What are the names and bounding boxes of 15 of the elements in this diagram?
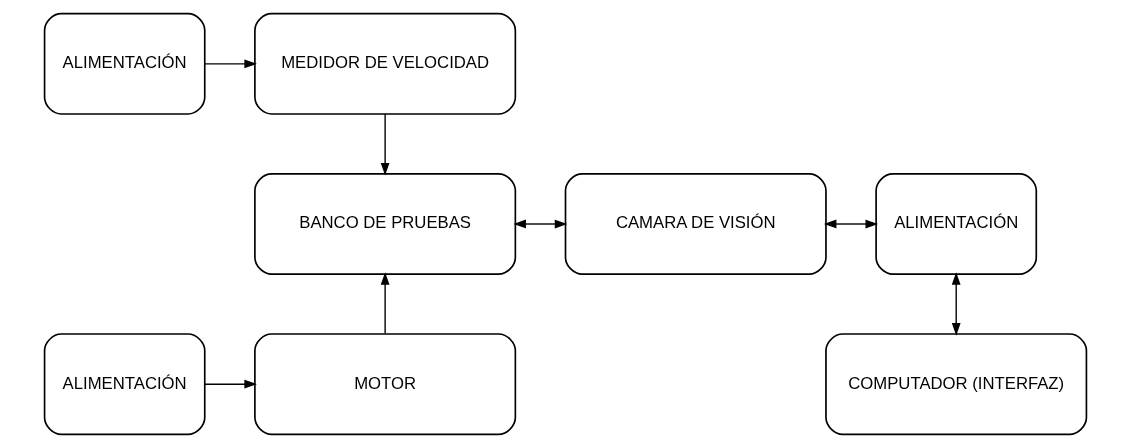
arrow — [823, 219, 879, 229]
arrow — [204, 379, 257, 389]
node-box: ALIMENTACIÓN — [43, 12, 206, 115]
arrow — [380, 113, 390, 176]
arrow — [951, 272, 961, 336]
node-box: ALIMENTACIÓN — [43, 333, 206, 436]
node-box: CAMARA DE VISIÓN — [564, 173, 827, 275]
arrow — [380, 272, 390, 335]
node-box: MEDIDOR DE VELOCIDAD — [254, 12, 517, 115]
node-box: ALIMENTACIÓN — [875, 173, 1038, 275]
node-box: MOTOR — [254, 333, 517, 436]
arrow — [204, 59, 257, 69]
node-box: BANCO DE PRUEBAS — [254, 173, 517, 275]
node-box: COMPUTADOR (INTERFAZ) — [825, 333, 1088, 436]
arrow — [513, 219, 568, 229]
